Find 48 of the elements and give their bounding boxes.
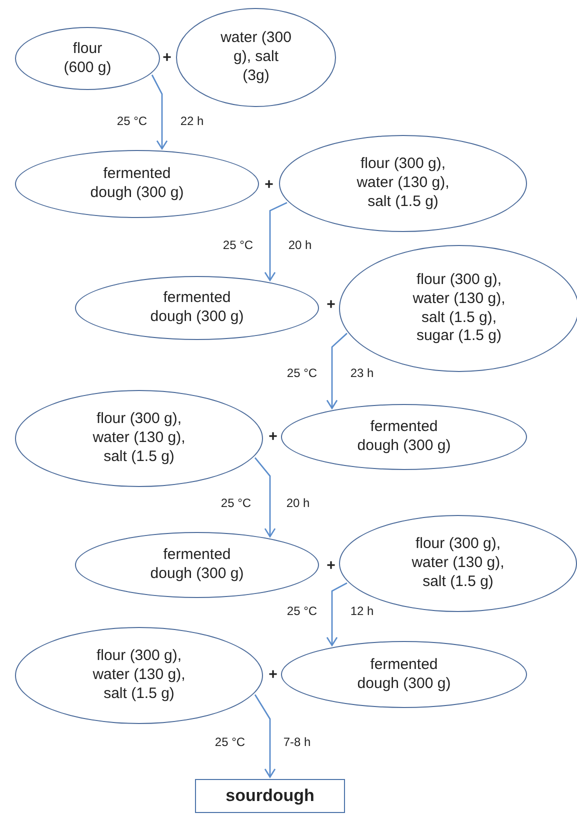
ingredient-ellipse [176, 8, 336, 107]
condition-label: 22 h [180, 113, 204, 130]
node-text: fermented dough (300 g) [356, 418, 452, 456]
ingredient-ellipse [15, 150, 259, 218]
ingredient-ellipse [281, 404, 527, 470]
ingredient-ellipse [15, 627, 263, 724]
node-text: fermented dough (300 g) [89, 165, 185, 203]
plus-sign: + [326, 556, 336, 576]
arrow [151, 74, 168, 150]
arrow [326, 332, 348, 409]
node-text: flour (600 g) [62, 40, 112, 78]
condition-label: 7-8 h [283, 734, 311, 751]
condition-label: 25 °C [214, 734, 246, 751]
plus-sign: + [268, 664, 278, 685]
node-text: fermented dough (300 g) [356, 656, 452, 694]
node-text: flour (300 g), water (130 g), salt (1.5 g) [92, 647, 186, 704]
ingredient-ellipse [279, 135, 527, 232]
node-text: flour (300 g), water (130 g), salt (1.5 g) [92, 410, 186, 467]
plus-sign: + [162, 48, 172, 68]
node-text: water (300 g), salt (3g) [220, 29, 292, 86]
ingredient-ellipse [75, 532, 319, 598]
condition-label: 25 °C [286, 603, 318, 620]
node-text: flour (300 g), water (130 g), salt (1.5 g) [356, 155, 450, 212]
node-text: fermented dough (300 g) [149, 546, 245, 584]
plus-sign: + [326, 294, 336, 315]
ingredient-ellipse [281, 641, 527, 708]
condition-label: 25 °C [220, 495, 252, 512]
condition-label: 20 h [286, 495, 310, 512]
arrow [254, 694, 276, 778]
condition-label: 12 h [350, 603, 374, 620]
node-text: flour (300 g), water (130 g), salt (1.5 g) [410, 535, 506, 592]
node-text: sourdough [226, 785, 314, 808]
ingredient-ellipse [15, 390, 263, 487]
plus-sign: + [264, 174, 274, 195]
condition-label: 25 °C [116, 113, 148, 130]
condition-label: 23 h [350, 365, 374, 382]
arrow [264, 202, 288, 282]
ingredient-ellipse [15, 27, 160, 90]
product-box [195, 779, 345, 813]
condition-label: 25 °C [286, 365, 318, 382]
ingredient-ellipse [75, 276, 319, 340]
node-text: fermented dough (300 g) [149, 289, 245, 327]
arrow [326, 582, 348, 646]
condition-label: 25 °C [222, 237, 254, 254]
arrow [254, 457, 276, 538]
node-text: flour (300 g), water (130 g), salt (1.5 g), sugar (1.5 g) [412, 271, 506, 346]
condition-label: 20 h [288, 237, 312, 254]
plus-sign: + [268, 426, 278, 447]
